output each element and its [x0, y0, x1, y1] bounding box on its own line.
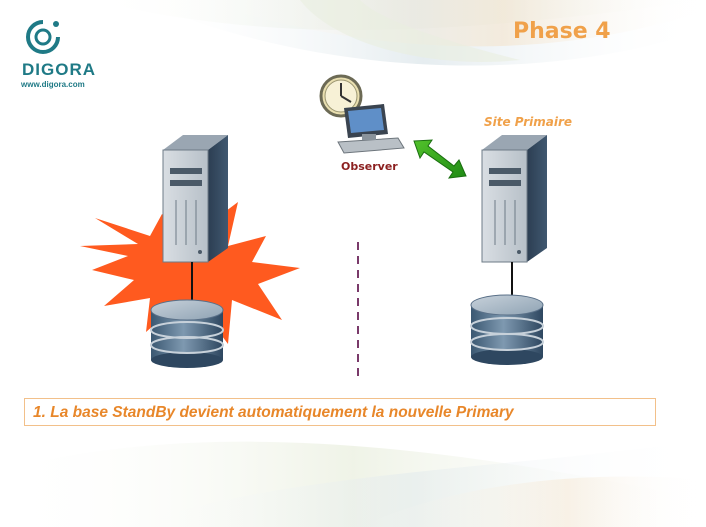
computer-monitor-icon	[337, 104, 405, 154]
caption-box: 1. La base StandBy devient automatiqueme…	[24, 398, 656, 426]
site-primary-label: Site Primaire	[484, 115, 573, 129]
digora-logo-icon	[26, 19, 61, 54]
caption-text: 1. La base StandBy devient automatiqueme…	[33, 404, 514, 421]
clock-icon	[319, 74, 363, 118]
server-tower-icon	[481, 135, 547, 263]
brand-url: www.digora.com	[21, 80, 85, 89]
double-arrow-icon	[413, 139, 467, 179]
database-icon	[150, 299, 224, 368]
observer-label: Observer	[341, 160, 398, 173]
server-tower-icon	[162, 135, 228, 263]
slide-title: Phase 4	[513, 19, 611, 44]
brand-name: DIGORA	[22, 60, 96, 79]
database-icon	[470, 294, 544, 365]
